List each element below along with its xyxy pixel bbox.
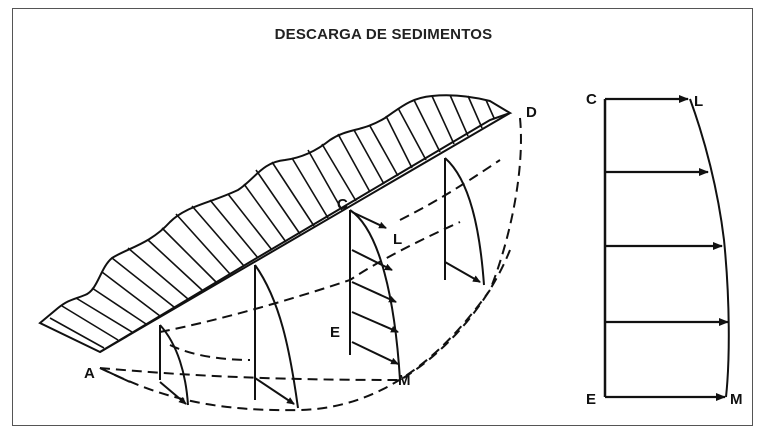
profile-arrows bbox=[605, 95, 729, 401]
profile-label-E: E bbox=[586, 391, 596, 408]
label-A: A bbox=[84, 365, 95, 382]
profile-label-L: L bbox=[694, 93, 703, 110]
water-surface-band bbox=[38, 94, 513, 354]
profile-label-M: M bbox=[730, 391, 743, 408]
label-M: M bbox=[398, 372, 411, 389]
label-D: D bbox=[526, 104, 537, 121]
label-E: E bbox=[330, 324, 340, 341]
surface-hatching bbox=[49, 94, 495, 349]
figure-title: DESCARGA DE SEDIMENTOS bbox=[274, 26, 493, 43]
dashed-construction-lines bbox=[99, 117, 522, 412]
near-top-edge bbox=[99, 112, 511, 353]
vertical-sections bbox=[159, 157, 485, 409]
profile-label-C: C bbox=[586, 91, 597, 108]
label-L: L bbox=[393, 231, 402, 248]
channel-block-diagram: A C D E L M bbox=[38, 94, 537, 412]
profile-curve bbox=[689, 98, 730, 398]
section-velocity-arrows bbox=[99, 211, 481, 405]
velocity-profile-diagram: C L E M bbox=[586, 91, 743, 408]
label-C: C bbox=[337, 196, 348, 213]
